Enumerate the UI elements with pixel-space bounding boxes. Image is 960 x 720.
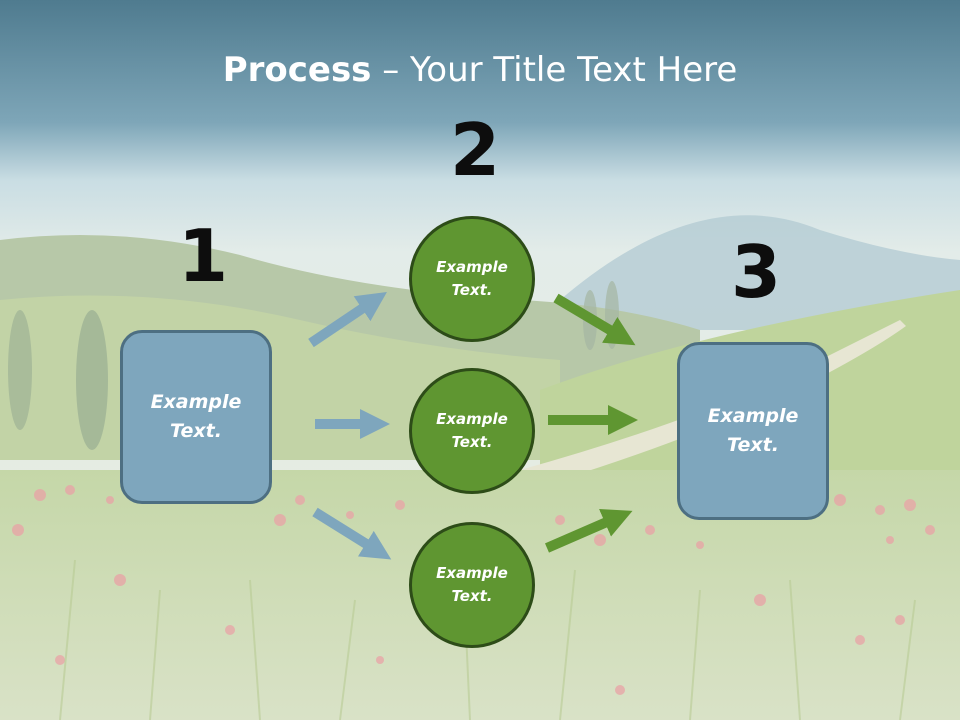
step-2-node-3: Example Text. xyxy=(409,522,535,648)
arrow-box1-to-node3 xyxy=(312,507,392,560)
step-1-box: Example Text. xyxy=(120,330,272,504)
step-number-1: 1 xyxy=(178,214,229,298)
step-2-node-1: Example Text. xyxy=(409,216,535,342)
step-1-text-line2: Text. xyxy=(170,420,222,442)
arrow-box1-to-node1 xyxy=(308,291,387,348)
node-3-text-line2: Text. xyxy=(451,587,493,605)
node-2-text-line1: Example xyxy=(436,410,508,428)
slide-title: Process – Your Title Text Here xyxy=(0,50,960,90)
arrow-node1-to-box3 xyxy=(553,293,636,346)
title-bold: Process xyxy=(222,50,372,90)
node-2-text-line2: Text. xyxy=(451,433,493,451)
step-1-text-line1: Example xyxy=(150,391,242,413)
node-1-text-line1: Example xyxy=(436,258,508,276)
step-3-text-line1: Example xyxy=(707,405,799,427)
step-number-3: 3 xyxy=(731,230,782,314)
step-2-node-2: Example Text. xyxy=(409,368,535,494)
step-3-text-line2: Text. xyxy=(727,434,779,456)
step-number-2: 2 xyxy=(450,108,501,192)
node-1-text-line2: Text. xyxy=(451,281,493,299)
step-3-box: Example Text. xyxy=(677,342,829,520)
node-3-text-line1: Example xyxy=(436,564,508,582)
title-rest: – Your Title Text Here xyxy=(371,50,738,90)
arrow-node3-to-box3 xyxy=(545,509,633,553)
